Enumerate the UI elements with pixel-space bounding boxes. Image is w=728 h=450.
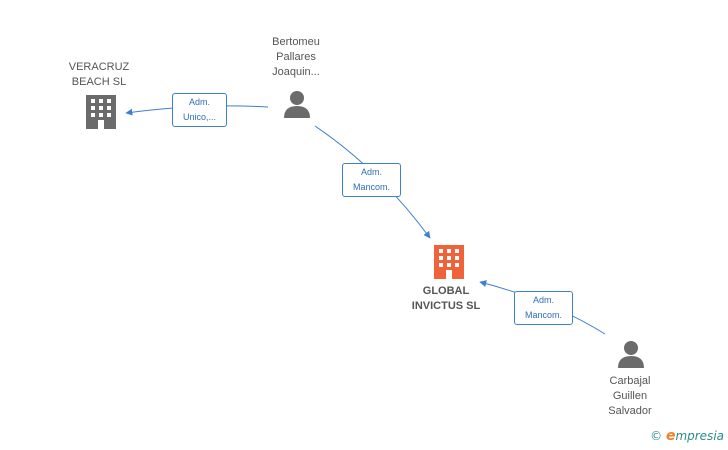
node-label-line: Guillen [612, 390, 648, 402]
brand-logo-text: mpresia [675, 429, 724, 443]
node-label-line: Joaquin... [272, 66, 320, 78]
node-label-line: Pallares [276, 51, 316, 63]
edge-label-line: Adm. [360, 167, 382, 177]
edge-label-adm-mancom-bertomeu[interactable]: Adm. Mancom. [342, 163, 401, 197]
main-building-icon[interactable] [434, 245, 464, 279]
node-label-carbajal[interactable]: Carbajal Guillen Salvador [592, 374, 668, 419]
node-label-line: VERACRUZ [68, 61, 130, 73]
person-icon[interactable] [617, 340, 645, 368]
edge-label-line: Unico,... [182, 112, 216, 122]
brand-footer: © empresia [650, 428, 724, 444]
node-label-line: Carbajal [609, 375, 651, 387]
edge-label-line: Adm. [532, 295, 554, 305]
node-label-bertomeu[interactable]: Bertomeu Pallares Joaquin... [258, 35, 334, 80]
copyright-symbol: © [650, 429, 663, 443]
node-label-line: BEACH SL [71, 76, 127, 88]
node-label-line: GLOBAL [422, 285, 470, 297]
edge-label-adm-mancom-carbajal[interactable]: Adm. Mancom. [514, 291, 573, 325]
node-label-global-invictus[interactable]: GLOBAL INVICTUS SL [400, 284, 492, 314]
person-icon[interactable] [283, 90, 311, 118]
edge-label-line: Mancom. [352, 182, 390, 192]
building-icon[interactable] [86, 95, 116, 129]
edge-label-line: Adm. [188, 97, 210, 107]
edge-label-line: Mancom. [524, 310, 562, 320]
edge-label-adm-unico[interactable]: Adm. Unico,... [172, 93, 227, 127]
brand-logo-initial: e [665, 428, 676, 444]
node-label-veracruz-beach[interactable]: VERACRUZ BEACH SL [64, 60, 134, 90]
node-label-line: INVICTUS SL [411, 300, 481, 312]
node-label-line: Bertomeu [272, 36, 320, 48]
node-label-line: Salvador [608, 405, 652, 417]
